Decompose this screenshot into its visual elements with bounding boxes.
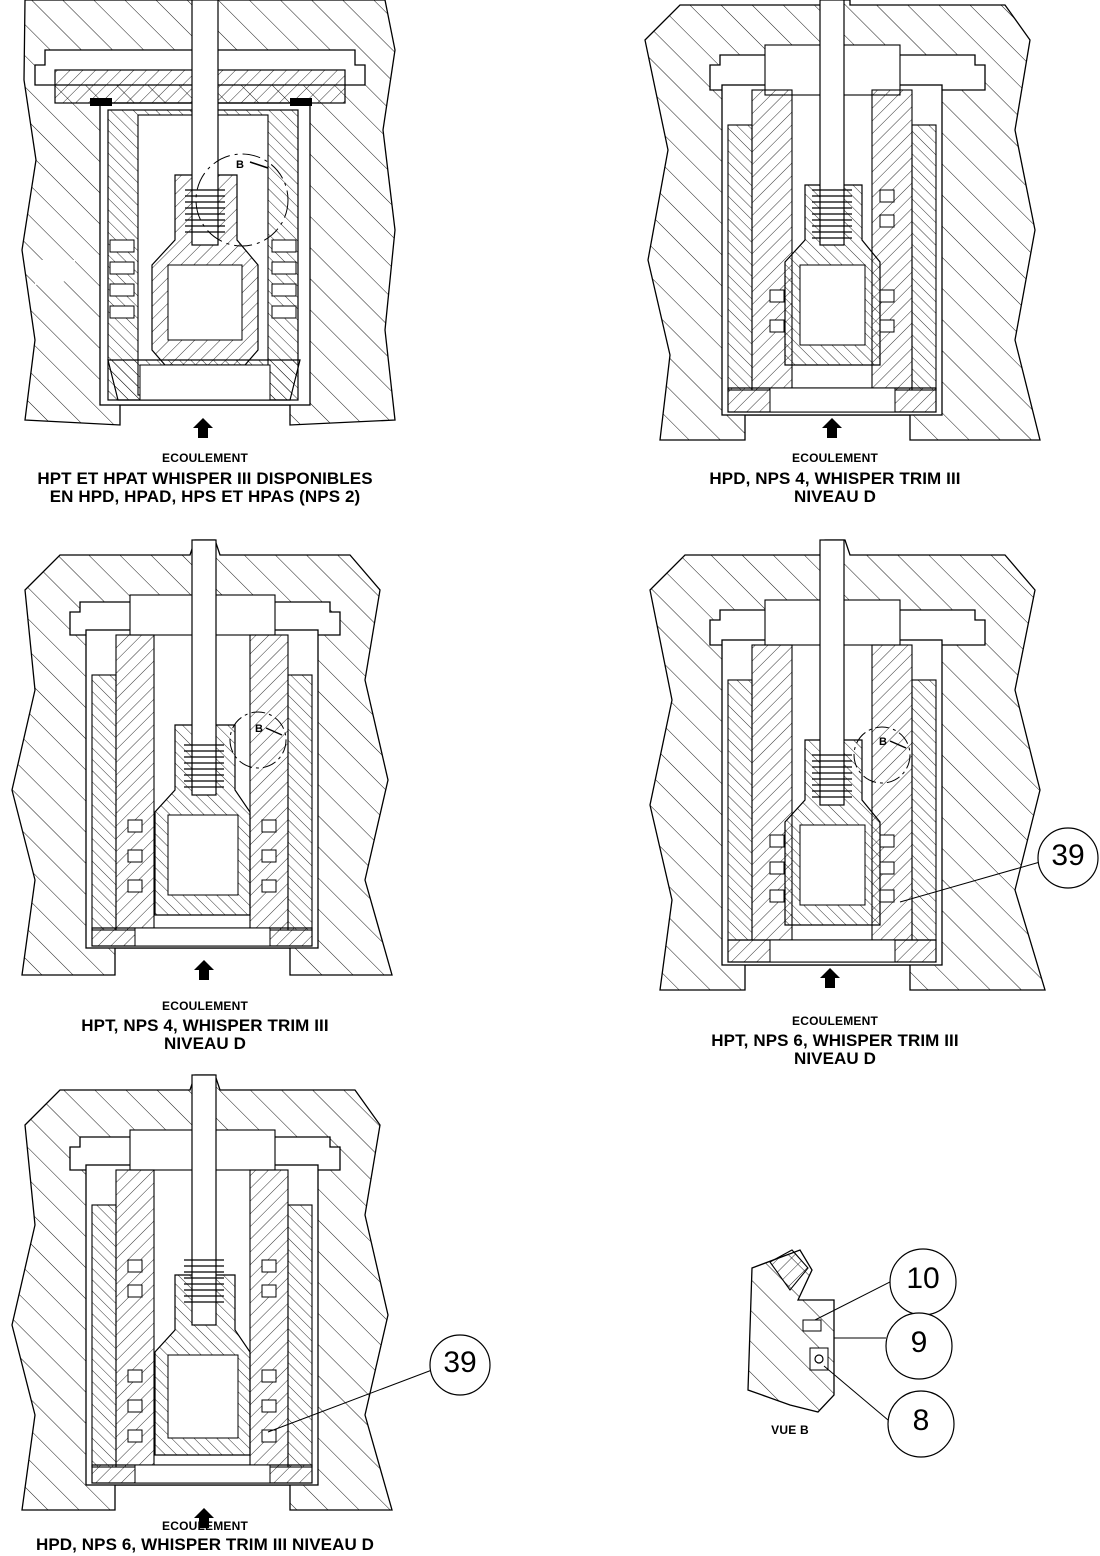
svg-text:B: B	[255, 723, 263, 735]
callout-39-bottom	[429, 1334, 491, 1396]
caption-view-3-line-1: HPT, NPS 4, WHISPER TRIM III	[81, 1016, 329, 1035]
callout-9-label: 9	[910, 1326, 928, 1359]
detail-view-label: VUE B	[771, 1423, 809, 1437]
callout-8	[887, 1390, 955, 1458]
callout-39-top-label: 39	[1051, 839, 1085, 872]
caption-view-2-line-1: HPD, NPS 4, WHISPER TRIM III	[709, 469, 961, 488]
caption-view-3: HPT, NPS 4, WHISPER TRIM III NIVEAU D	[10, 1017, 400, 1053]
section-view-5	[11, 1074, 491, 1528]
caption-view-5: HPD, NPS 6, WHISPER TRIM III NIVEAU D	[35, 1535, 375, 1554]
section-view-1: B	[21, 0, 396, 438]
callout-8-label: 8	[912, 1404, 930, 1437]
caption-view-4-line-1: HPT, NPS 6, WHISPER TRIM III	[711, 1031, 959, 1050]
callout-39-top	[1037, 827, 1099, 889]
section-view-2	[644, 0, 1041, 441]
caption-view-2: HPD, NPS 4, WHISPER TRIM III NIVEAU D	[640, 470, 1030, 506]
flow-label-view-1: ECOULEMENT	[162, 451, 248, 465]
callout-39-bottom-label: 39	[443, 1346, 477, 1379]
flow-label-view-3: ECOULEMENT	[162, 999, 248, 1013]
caption-view-2-line-2: NIVEAU D	[793, 486, 877, 506]
section-view-3: B	[11, 539, 393, 980]
caption-view-4: HPT, NPS 6, WHISPER TRIM III NIVEAU D	[640, 1032, 1030, 1068]
svg-text:B: B	[236, 159, 244, 171]
callout-10-label: 10	[906, 1262, 940, 1295]
caption-view-4-line-2: NIVEAU D	[793, 1048, 877, 1068]
svg-text:B: B	[879, 736, 887, 748]
caption-view-3-line-2: NIVEAU D	[163, 1033, 247, 1053]
flow-label-view-2: ECOULEMENT	[792, 451, 878, 465]
flow-label-view-4: ECOULEMENT	[792, 1014, 878, 1028]
callout-9	[885, 1312, 953, 1380]
flow-label-view-5: ECOULEMENT	[162, 1519, 248, 1533]
caption-view-1-line-2: EN HPD, HPAD, HPS ET HPAS (NPS 2)	[49, 486, 361, 506]
detail-view-b	[747, 1248, 957, 1458]
caption-view-1-line-1: HPT ET HPAT WHISPER III DISPONIBLES	[37, 469, 373, 488]
section-view-4: B	[649, 539, 1099, 991]
caption-view-1: HPT ET HPAT WHISPER III DISPONIBLES EN H…	[5, 470, 405, 506]
